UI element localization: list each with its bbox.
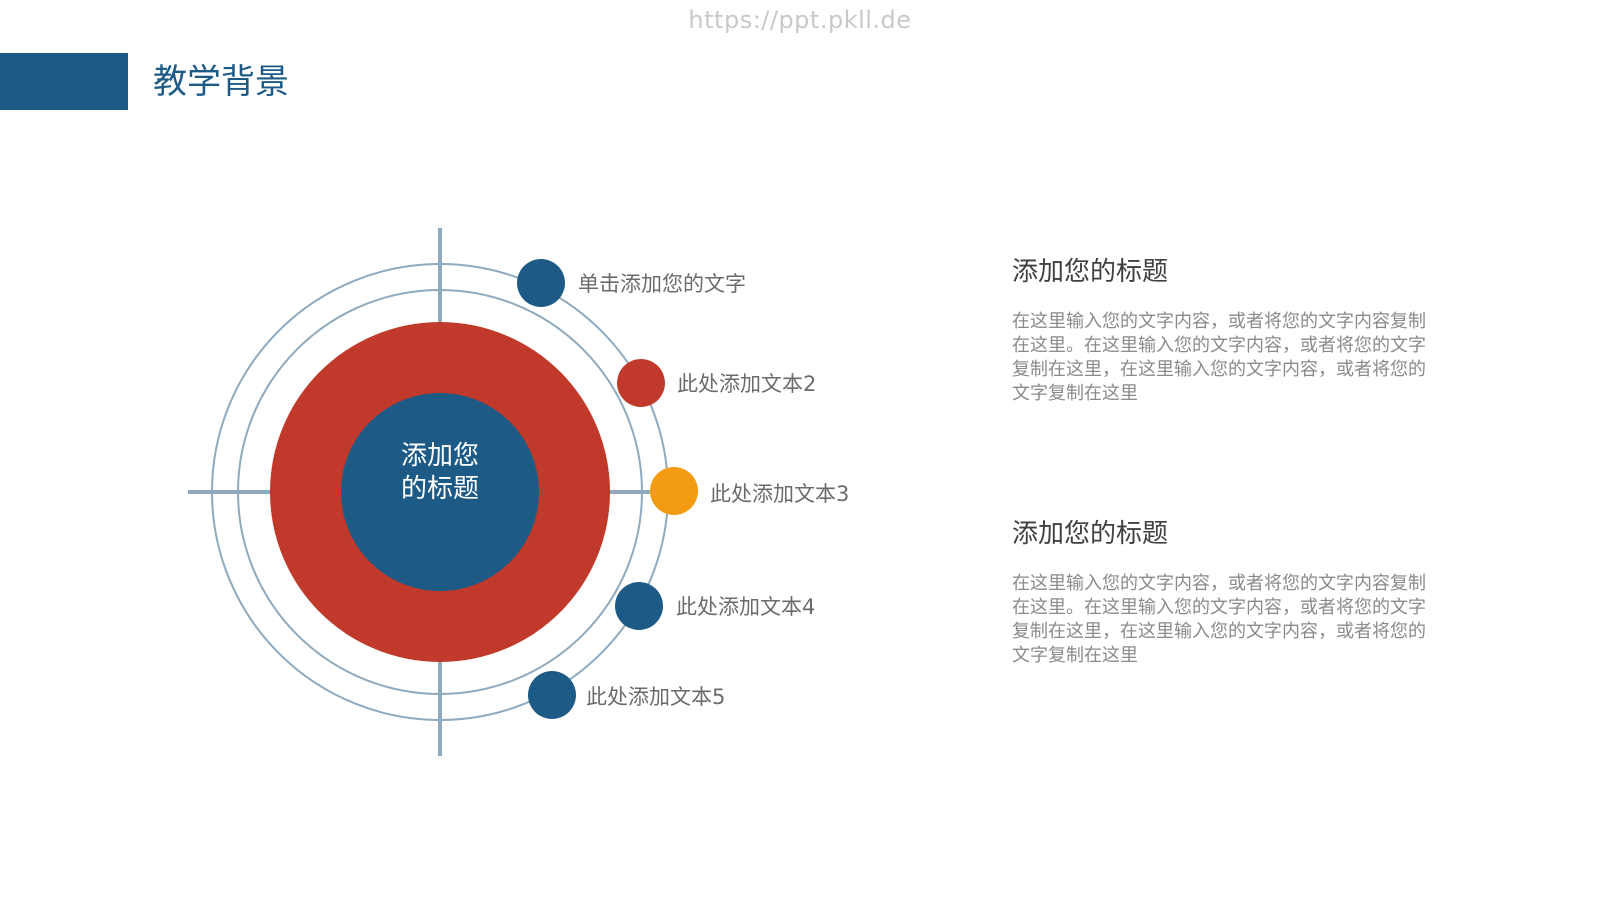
node-label-4[interactable]: 此处添加文本4 — [676, 595, 816, 619]
header-accent-bar — [0, 53, 128, 110]
text-block-1: 添加您的标题 在这里输入您的文字内容，或者将您的文字内容复制在这里。在这里输入您… — [1012, 257, 1432, 406]
text-block-2: 添加您的标题 在这里输入您的文字内容，或者将您的文字内容复制在这里。在这里输入您… — [1012, 519, 1432, 668]
satellite-node-1[interactable] — [517, 259, 565, 307]
block-title[interactable]: 添加您的标题 — [1012, 519, 1169, 549]
center-title[interactable]: 添加您 的标题 — [400, 441, 479, 504]
satellite-node-2[interactable] — [617, 359, 665, 407]
block-body[interactable]: 在这里输入您的文字内容，或者将您的文字内容复制在这里。在这里输入您的文字内容，或… — [1012, 573, 1426, 667]
node-label-1[interactable]: 单击添加您的文字 — [578, 272, 746, 296]
node-label-2[interactable]: 此处添加文本2 — [677, 372, 817, 396]
block-title[interactable]: 添加您的标题 — [1012, 257, 1169, 287]
node-label-5[interactable]: 此处添加文本5 — [586, 685, 726, 709]
block-body[interactable]: 在这里输入您的文字内容，或者将您的文字内容复制在这里。在这里输入您的文字内容，或… — [1012, 311, 1426, 405]
satellite-node-3[interactable] — [650, 467, 698, 515]
page-title[interactable]: 教学背景 — [153, 62, 289, 102]
node-label-3[interactable]: 此处添加文本3 — [710, 482, 850, 506]
satellite-node-5[interactable] — [528, 671, 576, 719]
center-core — [341, 393, 539, 591]
watermark-url: https://ppt.pkll.de — [688, 6, 912, 34]
satellite-node-4[interactable] — [615, 582, 663, 630]
